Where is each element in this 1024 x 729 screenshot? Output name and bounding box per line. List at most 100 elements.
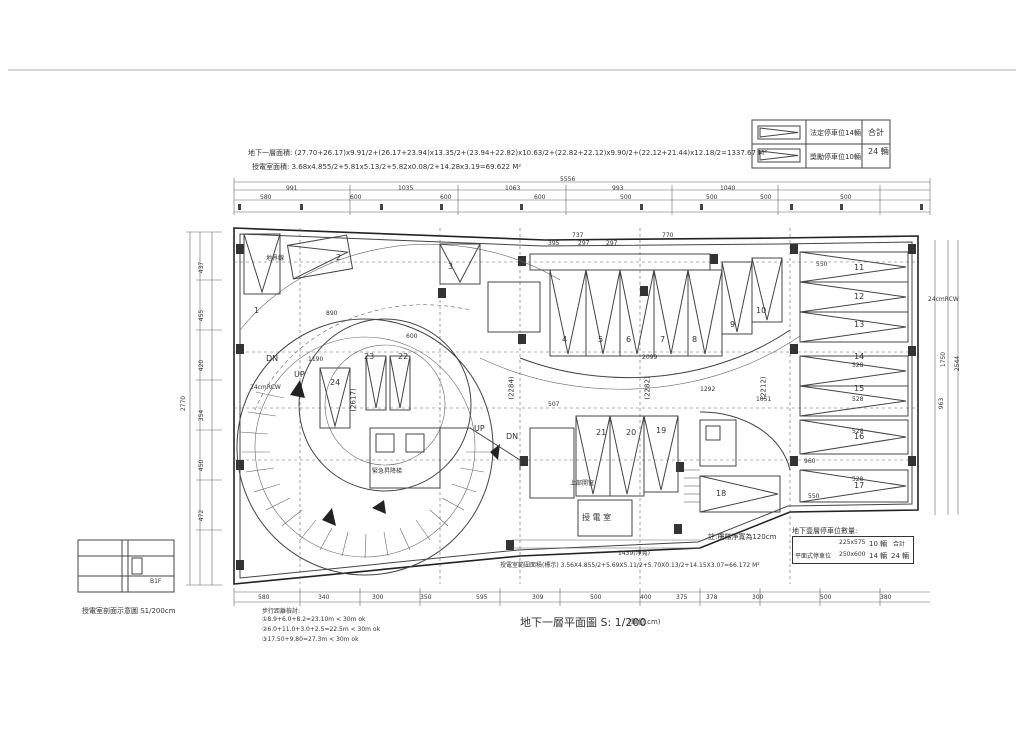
stall-number: 19 <box>656 426 667 435</box>
dim-top: 297 <box>606 240 618 247</box>
stall-number: 5 <box>598 335 604 344</box>
dim-right: 528 <box>852 396 864 403</box>
dim-1439: 1439(淨寬) <box>618 550 650 557</box>
section-level-label: B1F <box>150 578 162 585</box>
dim-600: 600 <box>406 333 418 340</box>
section-caption: 授電室剖面示意圖 S1/200cm <box>82 607 176 615</box>
ramp-dn2-label: DN <box>506 432 519 441</box>
dim-top: 737 <box>572 232 584 239</box>
ramp-up-label: UP <box>294 370 305 379</box>
parking-row1-size: 225x575 <box>839 539 866 546</box>
dim-right-total: 2544 <box>954 355 962 372</box>
legend-total-value: 24 輛 <box>868 147 889 156</box>
rc-wall-label: 24cmRCW <box>928 296 959 303</box>
dim-bottom: 580 <box>258 594 270 601</box>
parking-row2-label: 平面式停車位 <box>795 553 832 560</box>
parking-table: 平面式停車位 225x575 250x600 10 輛 14 輛 合計 24 輛 <box>792 536 914 564</box>
stair-label: 緊急昇降梯 <box>372 468 403 475</box>
walk-line: ③17.50+9.80=27.3m < 30m ok <box>262 636 359 643</box>
dim-right: 528 <box>852 476 864 483</box>
stall-number: 7 <box>660 335 666 344</box>
stall-number: 20 <box>626 428 637 437</box>
dim-left: 455 <box>198 309 206 322</box>
dim-top: 770 <box>662 232 674 239</box>
stall-number: 16 <box>854 432 865 441</box>
dim-507: 507 <box>548 401 560 408</box>
legend-legal-label: 法定停車位14輛 <box>810 129 861 137</box>
stall-number: 11 <box>854 263 865 272</box>
parking-row1-count: 10 輛 <box>869 540 888 548</box>
dim-bottom: 309 <box>532 594 544 601</box>
dim-bottom: 300 <box>372 594 384 601</box>
dim-bottom: 400 <box>640 594 652 601</box>
b1-area-note: 地下一層面積: (27.70+26.17)x9.91/2+(26.17+23.9… <box>248 149 768 157</box>
parking-total-label: 合計 <box>893 541 906 548</box>
dim-top: 297 <box>578 240 590 247</box>
dim-bottom: 500 <box>590 594 602 601</box>
dim-1292: 1292 <box>700 386 716 393</box>
dim-right: 528 <box>852 428 864 435</box>
upper-window-label: 上部開窗 <box>570 480 595 487</box>
rc-wall-left-label: 24cmRCW <box>250 384 281 391</box>
stall-number: 8 <box>692 335 698 344</box>
stall-number: 9 <box>730 320 736 329</box>
dim-top: 600 <box>534 194 546 201</box>
walk-title: 步行距離檢討: <box>262 608 301 615</box>
boundary-label: 地界線 <box>266 255 285 262</box>
dim-top: 395 <box>548 240 560 247</box>
dim-top: 1063 <box>505 185 521 192</box>
legend-bonus-label: 獎勵停車位10輛 <box>810 153 861 161</box>
dim-bottom: 500 <box>820 594 832 601</box>
dim-top: 500 <box>706 194 718 201</box>
dim-top: 600 <box>350 194 362 201</box>
dim-top: 1040 <box>720 185 736 192</box>
substation-area-calc: 授電室範圍面積(標示) 3.56X4.855/2+5.69X5.11/2+5.7… <box>500 562 760 569</box>
dim-top: 500 <box>760 194 772 201</box>
dim-top: 991 <box>286 185 298 192</box>
dim-2099: 2099 <box>642 354 658 361</box>
parking-row2-size: 250x600 <box>839 551 866 558</box>
dim-890: 890 <box>326 310 338 317</box>
dim-bottom: 380 <box>880 594 892 601</box>
dim-right: 528 <box>852 362 864 369</box>
legend-total-label: 合計 <box>868 128 884 137</box>
stall-number: 17 <box>854 481 865 490</box>
stall-number: 6 <box>626 335 632 344</box>
arc-length-a: (2617) <box>349 388 358 412</box>
walk-line: ①8.9+6.0+8.2=23.10m < 30m ok <box>262 616 366 623</box>
dim-1190: 1190 <box>308 356 324 363</box>
dim-top: 580 <box>260 194 272 201</box>
stall-number: 22 <box>398 352 409 361</box>
dim-top-total: 5556 <box>560 176 576 183</box>
walk-line: ②6.0+11.0+3.0+2.5=22.5m < 30m ok <box>262 626 381 633</box>
substation-room-label: 授 電 室 <box>582 513 612 522</box>
stall-number: 10 <box>756 306 767 315</box>
dim-left-total: 2770 <box>180 395 188 412</box>
dim-1051: 1051 <box>756 396 772 403</box>
arc-length-b: (2284) <box>507 376 516 400</box>
stall-number: 1 <box>254 306 260 315</box>
drawing-unit: (單位:cm) <box>628 618 661 626</box>
ramp-up2-label: UP <box>474 424 485 433</box>
dim-left: 354 <box>198 409 206 422</box>
stall-number: 2 <box>336 253 342 262</box>
dim-right: 550 <box>816 261 828 268</box>
dim-bottom: 300 <box>752 594 764 601</box>
dim-top: 1035 <box>398 185 414 192</box>
substation-area-note: 授電室面積: 3.68x4.855/2+5.81x5.13/2+5.82x0.0… <box>252 163 522 171</box>
stall-number: 3 <box>448 262 454 271</box>
dim-bottom: 595 <box>476 594 488 601</box>
dim-left: 420 <box>198 359 206 372</box>
ramp-dn-label: DN <box>266 354 279 363</box>
stair-width-note: 註:樓梯淨寬為120cm <box>708 533 777 541</box>
stall-number: 18 <box>716 489 727 498</box>
dim-top: 500 <box>840 194 852 201</box>
dim-top: 500 <box>620 194 632 201</box>
dim-960: 960 <box>804 458 816 465</box>
parking-total-value: 24 輛 <box>891 552 910 560</box>
parking-table-title: 地下壹層停車位數量: <box>792 527 858 535</box>
dim-left: 437 <box>198 261 206 274</box>
drawing-title: 地下一層平面圖 S: 1/200 <box>520 616 647 629</box>
arc-length-c: (2282) <box>643 376 652 400</box>
